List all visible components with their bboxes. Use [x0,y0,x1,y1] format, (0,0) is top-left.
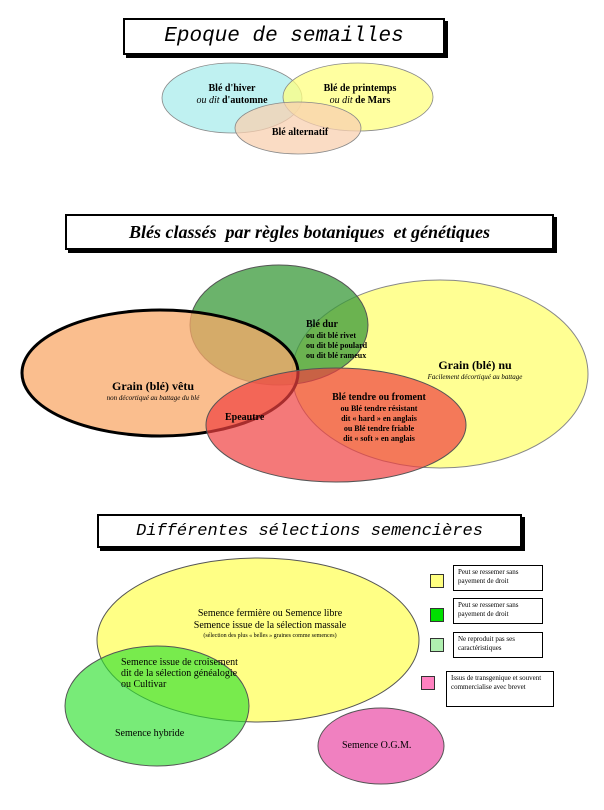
legend-item: Issus de transgenique et souvent commerc… [446,671,554,707]
winter-line2: ou dit d'automne [172,95,292,107]
label-fermiere: Semence fermière ou Semence libre Semenc… [160,608,380,641]
venn-alternatif [234,101,362,155]
tendre-line: dit « hard » en anglais [341,414,417,423]
vetu-title: Grain (blé) vêtu [112,379,194,393]
dur-line: ou dit blé poulard [306,341,368,350]
nu-sub: Facilement décortiqué au battage [427,373,523,381]
fermiere-note: (sélection des plus « belles » graines c… [203,633,337,639]
label-spring: Blé de printemps ou dit de Mars [300,83,420,107]
title-epoque-semailles: Epoque de semailles [123,18,445,55]
tendre-line: dit « soft » en anglais [343,434,415,443]
legend-item: Peut se ressemer sans payement de droit [453,565,543,591]
legend-swatch-lightgreen [430,638,444,652]
croisement-line: dit de la sélection généalogie [121,668,238,679]
croisement-line: ou Cultivar [121,679,167,690]
label-alternatif: Blé alternatif [271,127,329,138]
winter-automne: d'automne [219,95,268,106]
tendre-line: Blé tendre ou froment [332,392,426,403]
label-vetu: Grain (blé) vêtu non décortiqué au batta… [68,379,238,402]
spring-ou-dit: ou dit [329,95,353,106]
venn-ogm [317,707,445,785]
dur-line: Blé dur [306,319,338,330]
winter-ou-dit: ou dit [196,95,220,106]
label-epeautre: Epeautre [225,412,265,423]
legend-item: Peut se ressemer sans payement de droit [453,598,543,624]
tendre-line: ou Blé tendre friable [343,424,415,433]
title-text: Blés classés par règles botaniques et gé… [129,221,490,242]
legend-swatch-pink [421,676,435,690]
label-tendre: Blé tendre ou froment ou Blé tendre rési… [304,392,454,444]
legend-text: Peut se ressemer sans payement de droit [458,601,519,618]
nu-title: Grain (blé) nu [438,358,512,372]
legend-text: Issus de transgenique et souvent commerc… [451,674,542,691]
label-ogm: Semence O.G.M. [342,740,412,751]
title-selections: Différentes sélections semencières [97,514,522,548]
spring-line1: Blé de printemps [323,83,397,94]
title-text: Différentes sélections semencières [136,521,483,541]
legend-item: Ne reproduit pas ses caractéristiques [453,632,543,658]
venn-croisement [64,645,250,767]
legend-text: Ne reproduit pas ses caractéristiques [458,635,515,652]
title-text: Epoque de semailles [164,25,404,48]
winter-line1: Blé d'hiver [208,83,256,94]
spring-line2: ou dit de Mars [300,95,420,107]
dur-line: ou dit blé rameux [306,351,367,360]
label-dur: Blé dur ou dit blé rivet ou dit blé poul… [306,319,367,361]
title-bles-classes: Blés classés par règles botaniques et gé… [65,214,554,250]
label-nu: Grain (blé) nu Facilement décortiqué au … [400,358,550,381]
fermiere-line: Semence issue de la sélection massale [193,620,347,631]
legend-text: Peut se ressemer sans payement de droit [458,568,519,585]
fermiere-line: Semence fermière ou Semence libre [197,608,343,619]
label-croisement: Semence issue de croisement dit de la sé… [121,657,238,690]
label-hybride: Semence hybride [115,728,185,739]
vetu-sub: non décortiqué au battage du blé [106,394,200,402]
venn-tendre [205,367,467,483]
legend-swatch-green [430,608,444,622]
spring-mars: de Mars [352,95,391,106]
dur-line: ou dit blé rivet [306,331,356,340]
tendre-line: ou Blé tendre résistant [340,404,418,413]
label-winter: Blé d'hiver ou dit d'automne [172,83,292,107]
legend-swatch-yellow [430,574,444,588]
croisement-line: Semence issue de croisement [121,657,238,668]
